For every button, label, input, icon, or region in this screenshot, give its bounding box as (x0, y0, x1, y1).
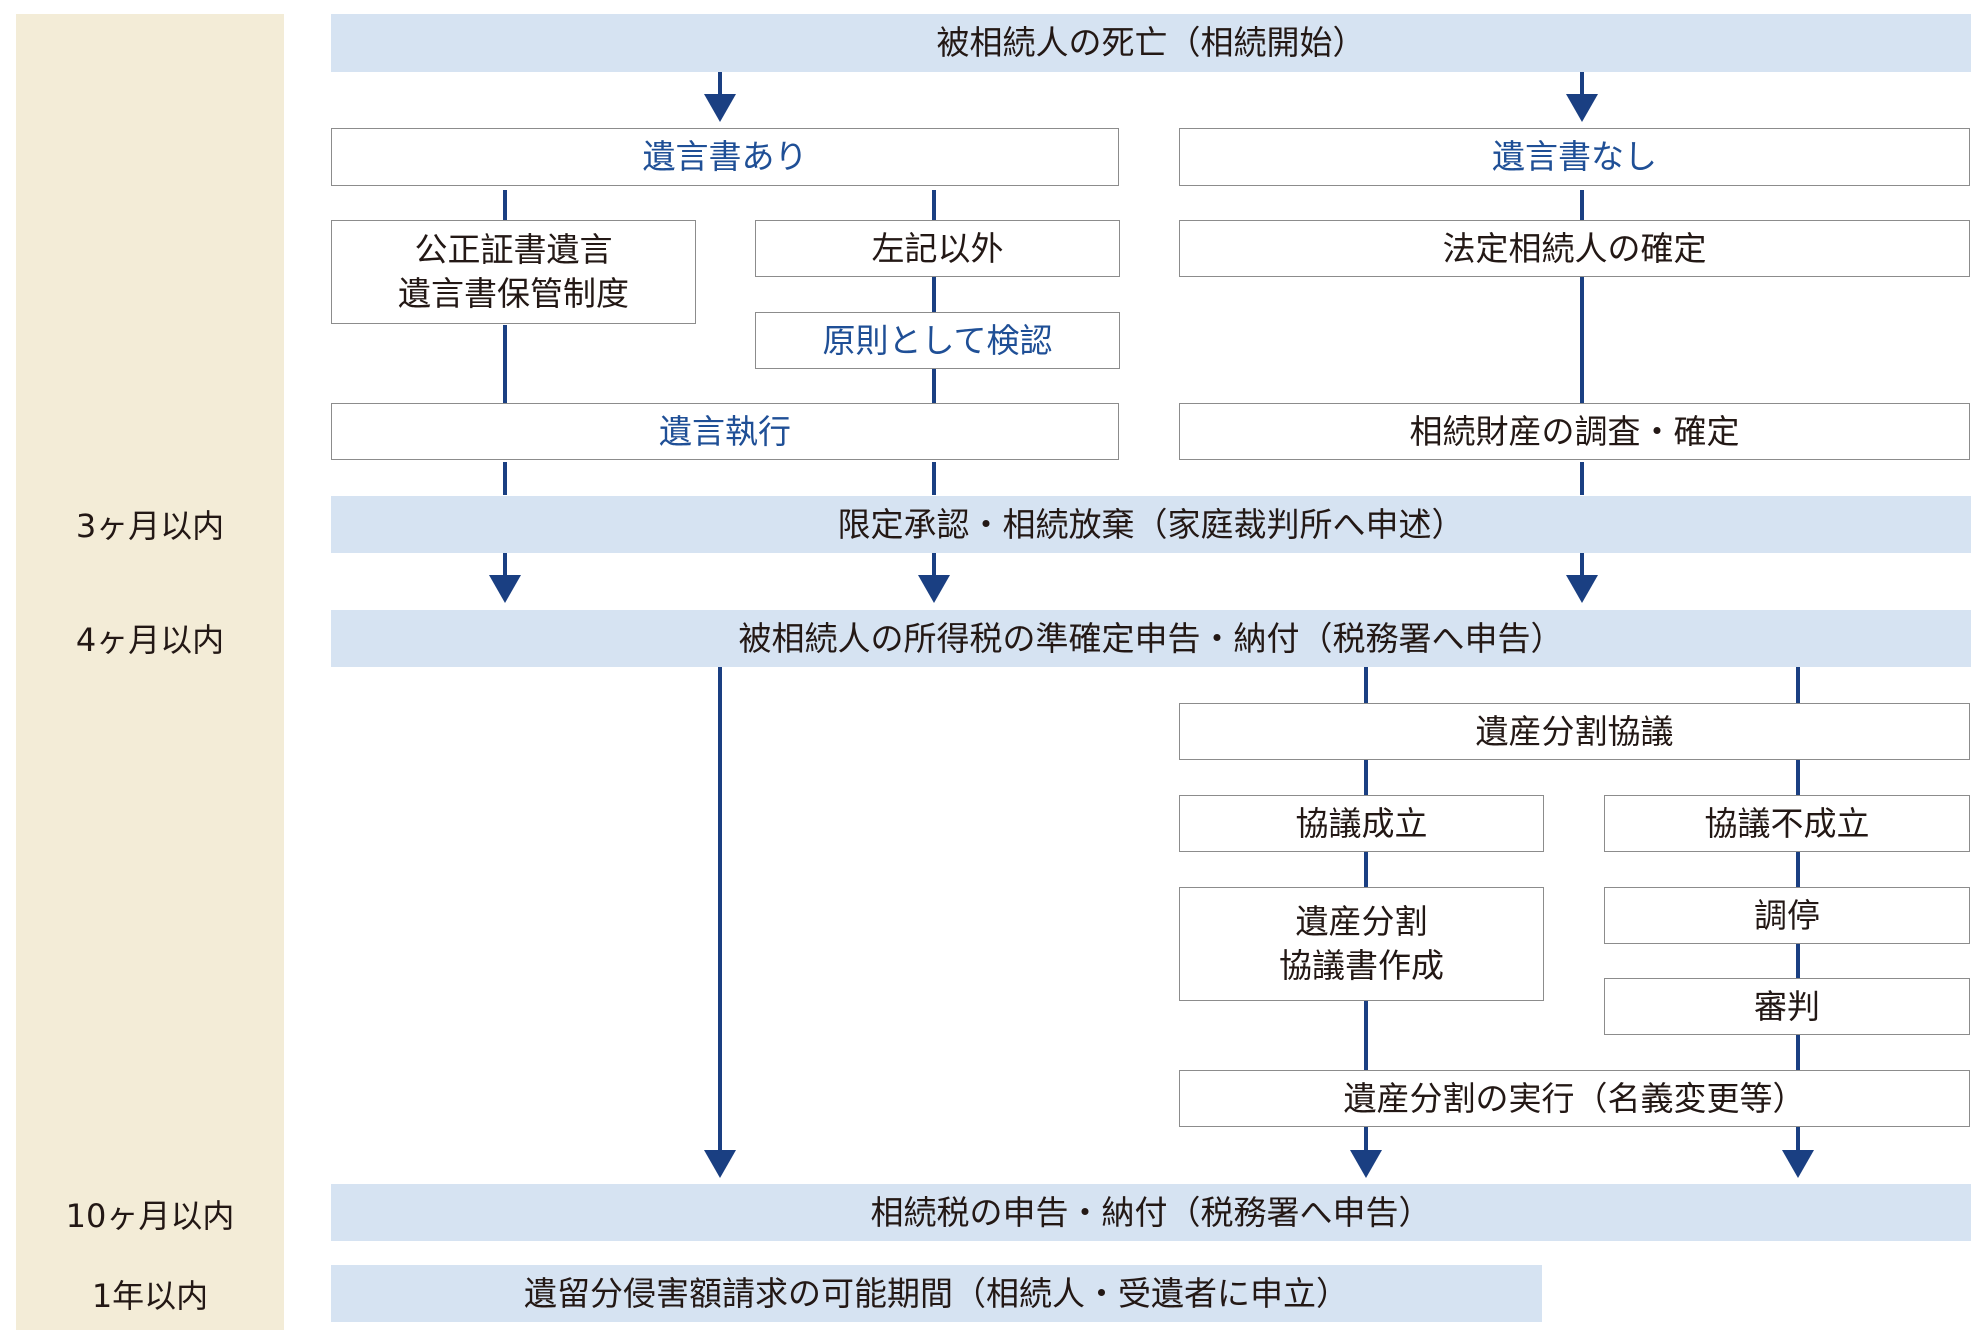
step-limited-approval: 限定承認・相続放棄（家庭裁判所へ申述） (331, 496, 1971, 553)
step-agreement-reached: 協議成立 (1179, 795, 1544, 852)
step-division-document: 遺産分割 協議書作成 (1179, 887, 1544, 1001)
step-no-will: 遺言書なし (1179, 128, 1970, 186)
step-adjudication: 審判 (1604, 978, 1970, 1035)
step-division-execution: 遺産分割の実行（名義変更等） (1179, 1070, 1970, 1127)
connector-arrow (704, 1150, 736, 1178)
step-other-wills: 左記以外 (755, 220, 1120, 277)
connector-arrow (1350, 1150, 1382, 1178)
step-inheritance-tax: 相続税の申告・納付（税務署へ申告） (331, 1184, 1971, 1241)
step-probate-principle: 原則として検認 (755, 312, 1120, 369)
step-income-tax: 被相続人の所得税の準確定申告・納付（税務署へ申告） (331, 610, 1971, 667)
connector-arrow (704, 94, 736, 122)
step-heirs-confirmation: 法定相続人の確定 (1179, 220, 1970, 277)
timeline-label-3-months: 3ヶ月以内 (75, 507, 225, 545)
step-will-execution: 遺言執行 (331, 403, 1119, 460)
step-estate-survey: 相続財産の調査・確定 (1179, 403, 1970, 460)
timeline-label-10-months: 10ヶ月以内 (65, 1197, 235, 1235)
step-notarized-will: 公正証書遺言 遺言書保管制度 (331, 220, 696, 324)
timeline-column (16, 14, 284, 1330)
connector-arrow (918, 575, 950, 603)
timeline-label-1-year: 1年以内 (91, 1277, 209, 1315)
step-agreement-failed: 協議不成立 (1604, 795, 1970, 852)
step-mediation: 調停 (1604, 887, 1970, 944)
step-division-discussion: 遺産分割協議 (1179, 703, 1970, 760)
timeline-label-4-months: 4ヶ月以内 (75, 621, 225, 659)
connector-arrow (1566, 94, 1598, 122)
connector-arrow (1782, 1150, 1814, 1178)
connector-arrow (1566, 575, 1598, 603)
step-will-exists: 遺言書あり (331, 128, 1119, 186)
step-death: 被相続人の死亡（相続開始） (331, 14, 1971, 72)
connector-arrow (489, 575, 521, 603)
step-forced-share-claim: 遺留分侵害額請求の可能期間（相続人・受遺者に申立） (331, 1265, 1542, 1322)
